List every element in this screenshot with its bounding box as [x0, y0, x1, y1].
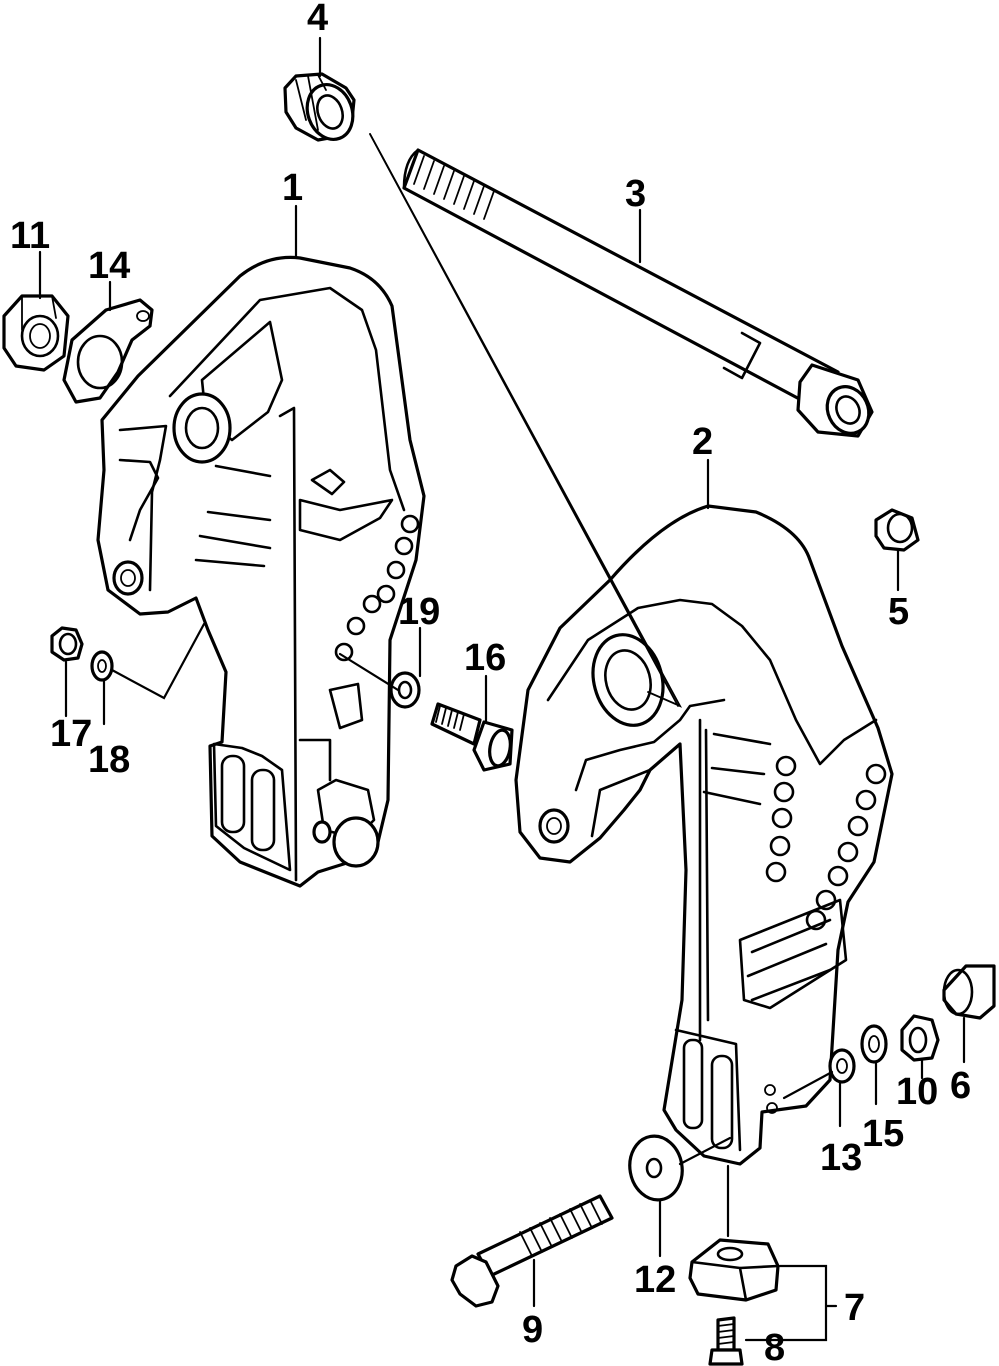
- part-1-clamp-bracket: [96, 255, 426, 888]
- callout-7: 7: [844, 1287, 865, 1329]
- callout-8: 8: [764, 1327, 785, 1366]
- part-10-nut: [900, 1014, 940, 1062]
- part-15-washer: [860, 1024, 888, 1064]
- part-5-bushing: [874, 508, 920, 552]
- part-6-cap: [942, 964, 996, 1020]
- part-4-nut: [283, 72, 356, 142]
- part-7-block: [688, 1238, 780, 1302]
- callout-19: 19: [398, 591, 440, 633]
- callout-labels: 4 1 3 11 14 2 5 19 16 17 18 6 10 15 13 1…: [10, 0, 971, 1366]
- part-2-clamp-bracket: [514, 504, 894, 1166]
- part-17-nut: [50, 626, 84, 662]
- callout-9: 9: [522, 1309, 543, 1351]
- part-8-screw: [708, 1316, 744, 1366]
- leader-lines: [38, 36, 966, 1342]
- part-14-plate: [62, 298, 154, 404]
- part-11-hex-nut: [2, 294, 70, 372]
- part-12-washer: [628, 1134, 684, 1202]
- callout-14: 14: [88, 245, 130, 287]
- callout-1: 1: [282, 167, 303, 209]
- part-16-stud: [430, 702, 514, 772]
- callout-2: 2: [692, 421, 713, 463]
- callout-12: 12: [634, 1259, 676, 1301]
- callout-11: 11: [10, 215, 50, 257]
- callout-5: 5: [888, 591, 909, 633]
- callout-16: 16: [464, 637, 506, 679]
- part-3-tilt-bolt: [402, 148, 874, 438]
- callout-15: 15: [862, 1113, 904, 1155]
- callout-18: 18: [88, 739, 130, 781]
- callout-6: 6: [950, 1065, 971, 1107]
- part-19-washer: [389, 671, 421, 709]
- part-9-bolt: [450, 1194, 614, 1308]
- part-18-washer: [90, 650, 114, 682]
- callout-10: 10: [896, 1071, 938, 1113]
- callout-13: 13: [820, 1137, 862, 1179]
- callout-3: 3: [625, 173, 646, 215]
- callout-17: 17: [50, 713, 92, 755]
- part-13-washer: [828, 1048, 856, 1084]
- callout-4: 4: [307, 0, 328, 39]
